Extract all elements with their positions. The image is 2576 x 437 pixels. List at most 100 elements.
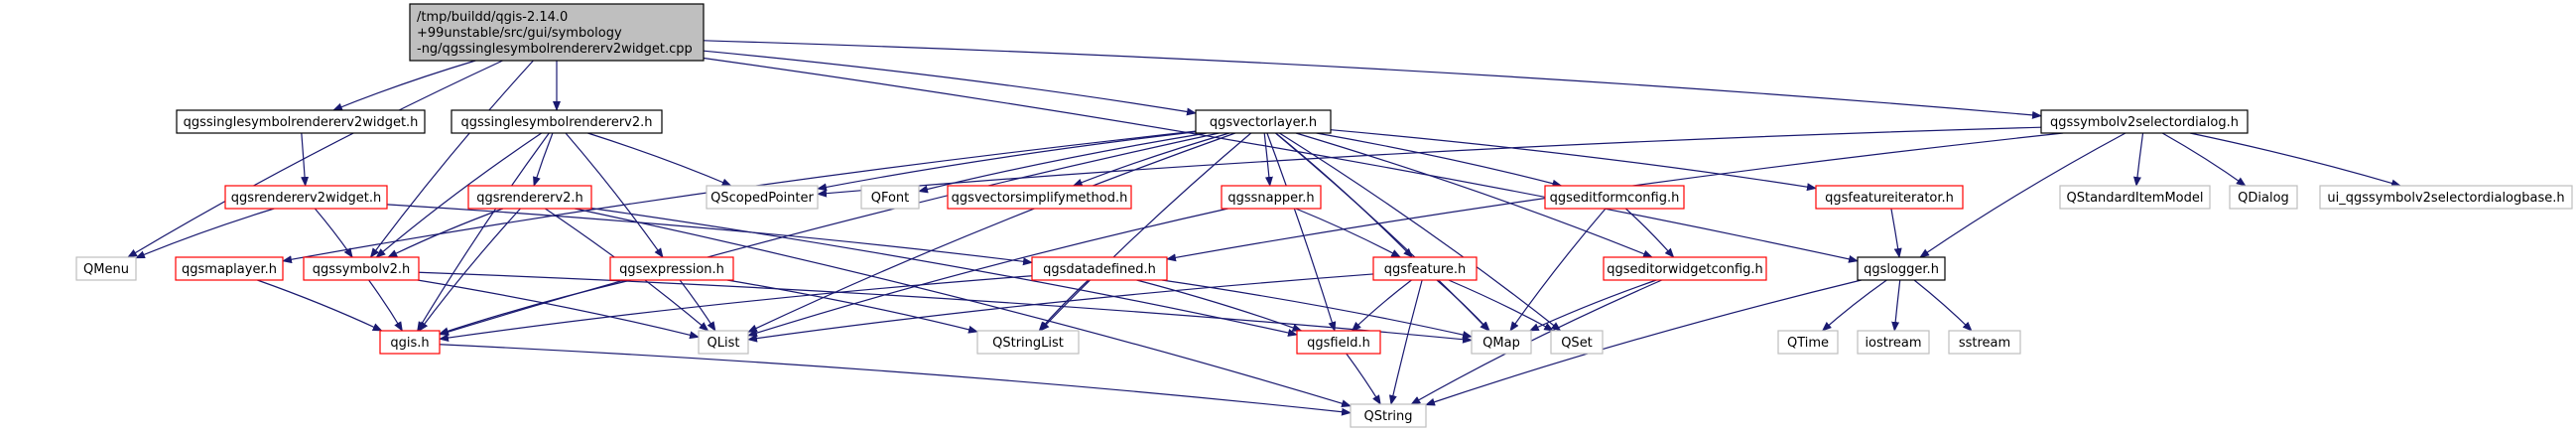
node-label-qmenu: QMenu bbox=[83, 262, 129, 277]
node-label-feature: qgsfeature.h bbox=[1384, 262, 1467, 277]
node-label-simplify: qgsvectorsimplifymethod.h bbox=[952, 191, 1128, 206]
node-editorwidget[interactable]: qgseditorwidgetconfig.h bbox=[1603, 256, 1767, 281]
node-rendererv2[interactable]: qgsrendererv2.h bbox=[467, 185, 592, 210]
node-qfont: QFont bbox=[860, 185, 920, 210]
node-box-vectorlayer bbox=[1195, 109, 1332, 134]
node-featureiter[interactable]: qgsfeatureiterator.h bbox=[1815, 185, 1964, 210]
edge-renderer_h-to-qgis bbox=[417, 132, 550, 332]
edge-logger-to-qstring bbox=[1425, 279, 1862, 406]
edge-selector-to-qdialog bbox=[2161, 132, 2247, 187]
node-qmenu: QMenu bbox=[75, 256, 137, 281]
node-box-snapper bbox=[1221, 185, 1322, 210]
node-box-qlist bbox=[698, 330, 749, 355]
node-box-qtime bbox=[1777, 330, 1839, 355]
node-box-iostream bbox=[1857, 330, 1930, 355]
node-box-sstream bbox=[1948, 330, 2021, 355]
node-renderer_h[interactable]: qgssinglesymbolrendererv2.h bbox=[451, 109, 663, 134]
edge-vectorlayer-to-qmap bbox=[1275, 132, 1490, 332]
node-box-root bbox=[409, 3, 705, 62]
edge-rendererv2-to-qstring bbox=[575, 208, 1352, 408]
node-simplify[interactable]: qgsvectorsimplifymethod.h bbox=[947, 185, 1132, 210]
node-box-rendererv2 bbox=[467, 185, 592, 210]
edge-vectorlayer-to-featureiter bbox=[1330, 129, 1817, 192]
edge-datadefined-to-qstringlist bbox=[1038, 279, 1090, 332]
node-box-datadefined bbox=[1031, 256, 1168, 281]
node-box-logger bbox=[1857, 256, 1946, 281]
node-label-qtime: QTime bbox=[1787, 336, 1829, 351]
node-selector[interactable]: qgssymbolv2selectordialog.h bbox=[2040, 109, 2249, 134]
edge-widget_h-to-rendererwidget bbox=[301, 132, 310, 187]
edge-logger-to-iostream bbox=[1891, 279, 1901, 332]
node-label-rendererv2: qgsrendererv2.h bbox=[476, 191, 583, 206]
edge-vectorlayer-to-editform bbox=[1316, 132, 1563, 188]
edge-feature-to-field bbox=[1351, 279, 1412, 332]
node-label-renderer_h: qgssinglesymbolrendererv2.h bbox=[461, 115, 653, 130]
node-box-expression bbox=[609, 256, 734, 281]
edge-editorwidget-to-qmap bbox=[1528, 279, 1657, 332]
node-field[interactable]: qgsfield.h bbox=[1296, 330, 1381, 355]
node-label-logger: qgslogger.h bbox=[1864, 262, 1939, 277]
node-label-featureiter: qgsfeatureiterator.h bbox=[1825, 191, 1954, 206]
node-label-root: +99unstable/src/gui/symbology bbox=[417, 26, 622, 41]
node-widget_h[interactable]: qgssinglesymbolrendererv2widget.h bbox=[176, 109, 426, 134]
edge-vectorlayer-to-simplify bbox=[1072, 132, 1230, 187]
edge-expression-to-qgis bbox=[439, 279, 632, 336]
edge-editform-to-editorwidget bbox=[1624, 208, 1675, 258]
node-uiselector: ui_qgssymbolv2selectordialogbase.h bbox=[2319, 185, 2573, 210]
edge-root-to-qmenu bbox=[127, 60, 503, 258]
edge-datadefined-to-qgis bbox=[439, 275, 1033, 343]
node-label-symbolv2: qgssymbolv2.h bbox=[313, 262, 411, 277]
node-box-rendererwidget bbox=[224, 185, 388, 210]
edge-vectorlayer-to-qset bbox=[1279, 132, 1562, 332]
node-label-field: qgsfield.h bbox=[1307, 336, 1370, 351]
node-expression[interactable]: qgsexpression.h bbox=[609, 256, 734, 281]
edge-root-to-selector bbox=[703, 40, 2042, 119]
node-vectorlayer[interactable]: qgsvectorlayer.h bbox=[1195, 109, 1332, 134]
node-box-qgis bbox=[379, 330, 441, 355]
edge-expression-to-qlist bbox=[679, 279, 716, 332]
edge-rendererwidget-to-symbolv2 bbox=[314, 208, 353, 258]
node-label-root: /tmp/buildd/qgis-2.14.0 bbox=[417, 10, 568, 25]
node-qdialog: QDialog bbox=[2229, 185, 2298, 210]
node-label-qgis: qgis.h bbox=[390, 336, 429, 351]
edge-vectorlayer-to-field bbox=[1266, 132, 1337, 332]
node-qlist: QList bbox=[698, 330, 749, 355]
edge-rendererv2-to-field bbox=[590, 208, 1298, 337]
node-logger[interactable]: qgslogger.h bbox=[1857, 256, 1946, 281]
node-label-qstringlist: QStringList bbox=[992, 336, 1064, 351]
node-box-selector bbox=[2040, 109, 2249, 134]
edge-editorwidget-to-qstring bbox=[1410, 279, 1663, 405]
node-label-root: -ng/qgssinglesymbolrendererv2widget.cpp bbox=[417, 42, 693, 57]
node-qgis[interactable]: qgis.h bbox=[379, 330, 441, 355]
node-qtime: QTime bbox=[1777, 330, 1839, 355]
node-root[interactable]: /tmp/buildd/qgis-2.14.0+99unstable/src/g… bbox=[409, 3, 705, 62]
node-label-snapper: qgssnapper.h bbox=[1227, 191, 1314, 206]
edge-symbolv2-to-qgis bbox=[368, 279, 403, 332]
node-box-symbolv2 bbox=[303, 256, 420, 281]
edge-logger-to-qtime bbox=[1821, 279, 1887, 332]
node-box-stditem bbox=[2059, 185, 2211, 210]
node-box-maplayer bbox=[175, 256, 284, 281]
edge-selector-to-stditem bbox=[2132, 132, 2144, 187]
node-rendererwidget[interactable]: qgsrendererv2widget.h bbox=[224, 185, 388, 210]
node-qset: QSet bbox=[1550, 330, 1604, 355]
node-box-editorwidget bbox=[1603, 256, 1767, 281]
edge-feature-to-qlist bbox=[747, 273, 1374, 343]
node-label-qfont: QFont bbox=[871, 191, 910, 206]
node-maplayer[interactable]: qgsmaplayer.h bbox=[175, 256, 284, 281]
node-box-feature bbox=[1372, 256, 1478, 281]
node-datadefined[interactable]: qgsdatadefined.h bbox=[1031, 256, 1168, 281]
node-snapper[interactable]: qgssnapper.h bbox=[1221, 185, 1322, 210]
node-qmap: QMap bbox=[1471, 330, 1532, 355]
edge-snapper-to-qlist bbox=[747, 208, 1228, 338]
node-label-sstream: sstream bbox=[1959, 336, 2010, 351]
node-editform[interactable]: qgseditformconfig.h bbox=[1544, 185, 1685, 210]
node-feature[interactable]: qgsfeature.h bbox=[1372, 256, 1478, 281]
edge-editform-to-qmap bbox=[1509, 208, 1607, 332]
edge-renderer_h-to-scopedpointer bbox=[587, 132, 732, 187]
node-label-qstring: QString bbox=[1363, 409, 1412, 424]
node-symbolv2[interactable]: qgssymbolv2.h bbox=[303, 256, 420, 281]
edge-expression-to-qstringlist bbox=[726, 279, 978, 334]
node-label-vectorlayer: qgsvectorlayer.h bbox=[1210, 115, 1317, 130]
